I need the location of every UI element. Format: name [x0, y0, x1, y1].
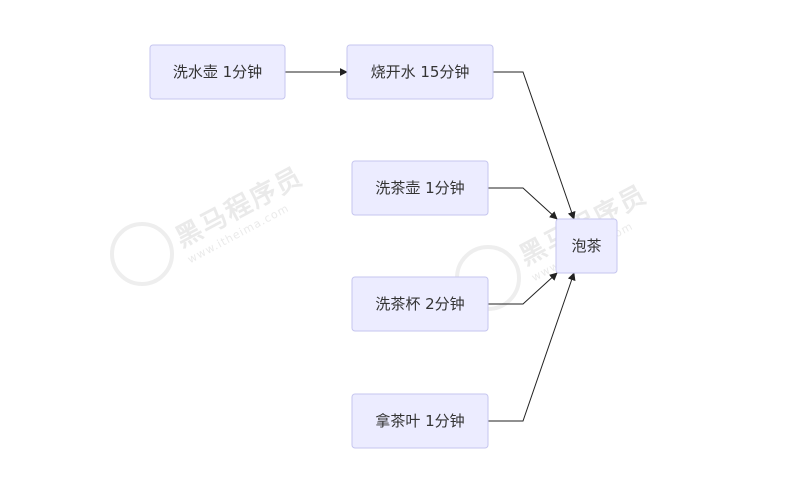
node-get-tea-label: 拿茶叶 1分钟	[375, 412, 464, 430]
node-wash-cups-label: 洗茶杯 2分钟	[375, 295, 464, 313]
node-get-tea: 拿茶叶 1分钟	[351, 393, 489, 449]
node-boil-water-label: 烧开水 15分钟	[371, 63, 470, 81]
edge-boil-water-to-brew-tea	[493, 71, 576, 220]
node-wash-teapot-label: 洗茶壶 1分钟	[375, 179, 464, 197]
node-wash-kettle-label: 洗水壶 1分钟	[173, 63, 262, 81]
node-wash-kettle: 洗水壶 1分钟	[149, 44, 286, 100]
node-wash-cups: 洗茶杯 2分钟	[351, 276, 489, 332]
node-brew-tea: 泡茶	[555, 218, 618, 274]
node-boil-water: 烧开水 15分钟	[346, 44, 494, 100]
edge-wash-cups-to-brew-tea	[488, 272, 558, 305]
node-brew-tea-label: 泡茶	[571, 237, 601, 255]
edge-wash-teapot-to-brew-tea	[488, 187, 558, 220]
node-wash-teapot: 洗茶壶 1分钟	[351, 160, 489, 216]
edge-get-tea-to-brew-tea	[488, 272, 576, 422]
